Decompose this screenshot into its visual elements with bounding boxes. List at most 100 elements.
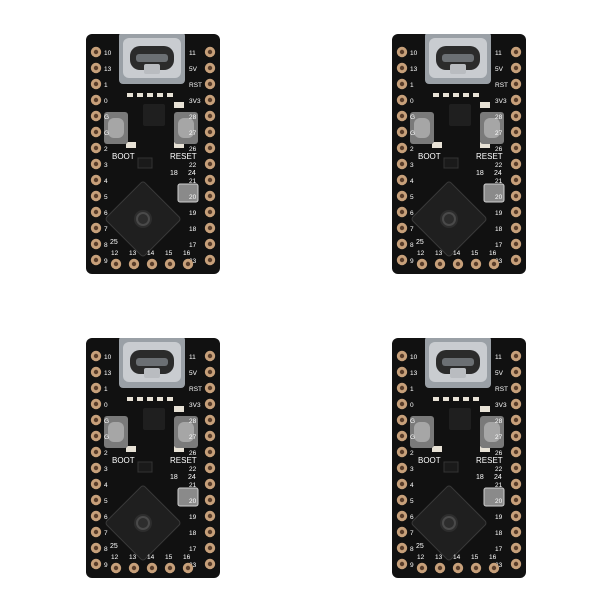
right-pad-hole bbox=[513, 81, 519, 87]
right-pin-label: 19 bbox=[189, 514, 197, 521]
bottom-pad-hole bbox=[419, 261, 425, 267]
boot-button[interactable] bbox=[410, 112, 434, 144]
left-pin-label: 2 bbox=[410, 450, 414, 457]
left-pad-hole bbox=[93, 129, 99, 135]
right-pad-hole bbox=[207, 449, 213, 455]
right-pad-hole bbox=[513, 257, 519, 263]
right-pad-hole bbox=[513, 353, 519, 359]
left-pin-label: 1 bbox=[104, 82, 108, 89]
bottom-pin-label: 12 bbox=[417, 250, 425, 257]
reset-button[interactable] bbox=[480, 112, 504, 144]
left-pin-label: 7 bbox=[410, 530, 414, 537]
bottom-pin-label: 13 bbox=[435, 250, 443, 257]
left-pad-hole bbox=[399, 129, 405, 135]
right-pin-label: 3V3 bbox=[189, 402, 201, 409]
right-pad-hole bbox=[207, 145, 213, 151]
right-pin-label: 22 bbox=[189, 162, 197, 169]
left-pad-hole bbox=[399, 49, 405, 55]
left-pin-label: 10 bbox=[104, 354, 112, 361]
boot-button[interactable] bbox=[104, 112, 128, 144]
left-pad-hole bbox=[399, 449, 405, 455]
bottom-pin-label: 12 bbox=[111, 250, 119, 257]
right-pin-label: 28 bbox=[189, 114, 197, 121]
boot-button[interactable] bbox=[410, 416, 434, 448]
right-pin-label: 17 bbox=[189, 242, 197, 249]
bottom-pad-hole bbox=[185, 565, 191, 571]
bottom-pad-hole bbox=[473, 261, 479, 267]
left-pad-hole bbox=[399, 513, 405, 519]
left-pin-label: 13 bbox=[410, 66, 418, 73]
right-pin-label: 28 bbox=[189, 418, 197, 425]
left-pin-label: 13 bbox=[104, 66, 112, 73]
right-pad-hole bbox=[513, 401, 519, 407]
right-pad-hole bbox=[207, 353, 213, 359]
left-pin-label: 0 bbox=[104, 98, 108, 105]
right-pad-hole bbox=[207, 177, 213, 183]
right-pad-hole bbox=[207, 81, 213, 87]
right-pad-hole bbox=[207, 225, 213, 231]
left-pin-label: 1 bbox=[410, 386, 414, 393]
left-pin-label: 5 bbox=[410, 194, 414, 201]
left-pad-hole bbox=[399, 433, 405, 439]
left-pad-hole bbox=[93, 497, 99, 503]
bottom-pin-label: 12 bbox=[111, 554, 119, 561]
right-pin-label: 23 bbox=[189, 258, 197, 265]
reset-button[interactable] bbox=[174, 416, 198, 448]
right-pad-hole bbox=[207, 417, 213, 423]
left-pin-label: 4 bbox=[104, 178, 108, 185]
left-pad-hole bbox=[93, 481, 99, 487]
left-pin-label: 6 bbox=[104, 514, 108, 521]
left-pad-hole bbox=[93, 81, 99, 87]
right-pin-label: 3V3 bbox=[495, 402, 507, 409]
left-pad-hole bbox=[93, 161, 99, 167]
right-pad-hole bbox=[207, 97, 213, 103]
bottom-pad-hole bbox=[167, 565, 173, 571]
left-pad-hole bbox=[93, 145, 99, 151]
bottom-pin-label: 16 bbox=[183, 250, 191, 257]
label-24: 24 bbox=[494, 474, 502, 481]
left-pin-label: G bbox=[104, 418, 109, 425]
rp2040-chip bbox=[411, 485, 487, 561]
right-pin-label: 26 bbox=[495, 450, 503, 457]
boot-button[interactable] bbox=[104, 416, 128, 448]
left-pin-label: 8 bbox=[410, 546, 414, 553]
usb-c-connector-icon bbox=[425, 338, 491, 388]
right-pad-hole bbox=[513, 433, 519, 439]
right-pin-label: 26 bbox=[189, 450, 197, 457]
left-pin-label: G bbox=[410, 114, 415, 121]
bottom-pin-label: 16 bbox=[183, 554, 191, 561]
right-pad-hole bbox=[513, 465, 519, 471]
left-pad-hole bbox=[399, 385, 405, 391]
left-pad-hole bbox=[399, 545, 405, 551]
left-pin-label: 3 bbox=[104, 466, 108, 473]
right-pad-hole bbox=[207, 561, 213, 567]
right-pad-hole bbox=[513, 193, 519, 199]
left-pad-hole bbox=[93, 529, 99, 535]
label-reset: RESET bbox=[170, 152, 197, 161]
right-pad-hole bbox=[513, 225, 519, 231]
label-boot: BOOT bbox=[418, 152, 441, 161]
reset-button[interactable] bbox=[480, 416, 504, 448]
left-pin-label: 0 bbox=[104, 402, 108, 409]
left-pin-label: G bbox=[410, 434, 415, 441]
left-pin-label: 8 bbox=[104, 242, 108, 249]
left-pin-label: 8 bbox=[104, 546, 108, 553]
bottom-pad-hole bbox=[167, 261, 173, 267]
left-pad-hole bbox=[93, 113, 99, 119]
bottom-pin-label: 15 bbox=[471, 554, 479, 561]
left-pin-label: 1 bbox=[410, 82, 414, 89]
left-pad-hole bbox=[93, 433, 99, 439]
left-pin-label: 1 bbox=[104, 386, 108, 393]
left-pin-label: 9 bbox=[410, 258, 414, 265]
left-pad-hole bbox=[93, 193, 99, 199]
right-pin-label: 5V bbox=[189, 66, 198, 73]
right-pin-label: 21 bbox=[189, 482, 197, 489]
right-pad-hole bbox=[513, 49, 519, 55]
left-pin-label: 4 bbox=[104, 482, 108, 489]
reset-button[interactable] bbox=[174, 112, 198, 144]
bottom-pin-label: 15 bbox=[471, 250, 479, 257]
right-pad-hole bbox=[207, 113, 213, 119]
